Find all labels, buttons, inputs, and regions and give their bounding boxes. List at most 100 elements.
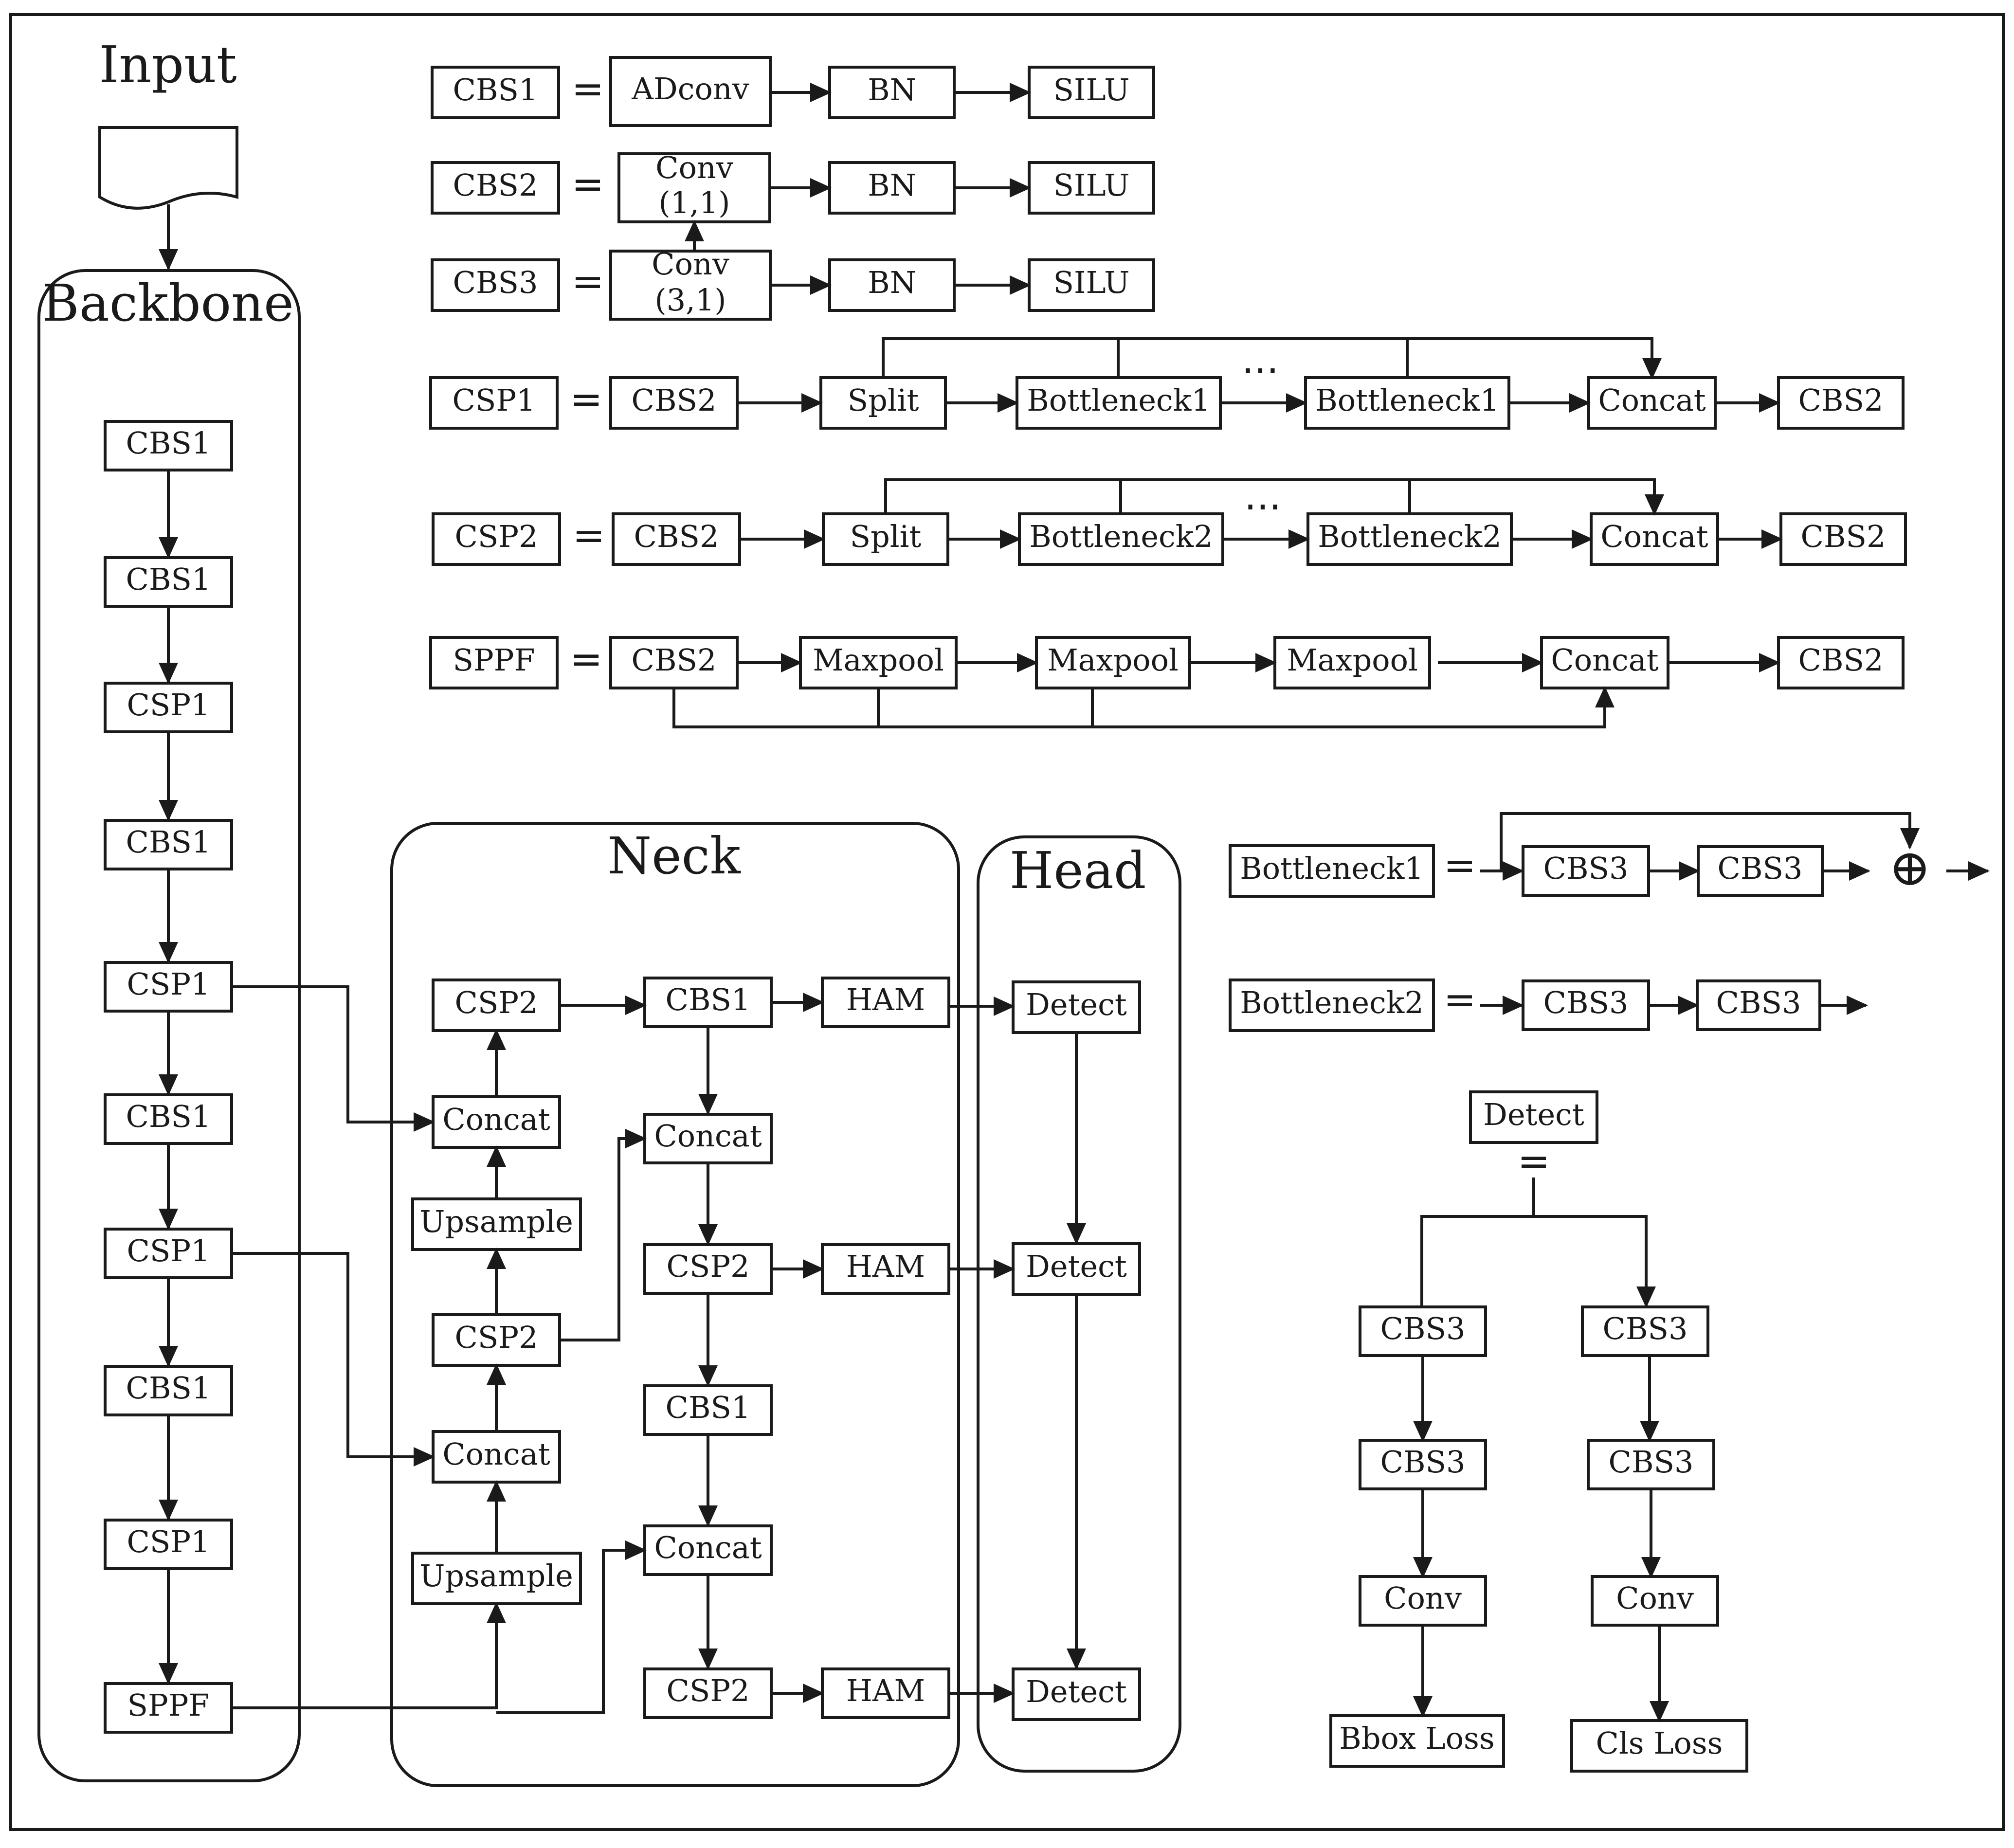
def-bottleneck2: Bottleneck2 = CBS3 CBS3 — [1229, 977, 1868, 1032]
svg-text:CBS2: CBS2 — [632, 382, 717, 418]
input-document-icon — [98, 126, 238, 210]
svg-text:CBS3: CBS3 — [1716, 985, 1801, 1020]
svg-text:CBS3: CBS3 — [1603, 1311, 1688, 1346]
svg-text:Maxpool: Maxpool — [1047, 642, 1179, 678]
svg-text:CBS3: CBS3 — [1380, 1311, 1466, 1346]
svg-text:BN: BN — [868, 72, 916, 108]
svg-text:CBS1: CBS1 — [126, 425, 211, 461]
svg-text:Maxpool: Maxpool — [1287, 642, 1418, 678]
svg-text:HAM: HAM — [846, 1673, 925, 1708]
svg-text:Concat: Concat — [442, 1436, 550, 1472]
neck-group — [390, 822, 960, 1787]
neck-title: Neck — [607, 826, 741, 886]
svg-text:Detect: Detect — [1026, 1249, 1127, 1284]
svg-text:Conv: Conv — [1384, 1580, 1462, 1616]
svg-text:=: = — [571, 259, 604, 304]
svg-text:CBS2: CBS2 — [1798, 382, 1884, 418]
svg-text:CBS2: CBS2 — [1801, 519, 1886, 554]
svg-text:CSP1: CSP1 — [127, 1524, 210, 1559]
backbone-title: Backbone — [42, 273, 293, 333]
svg-text:Bottleneck1: Bottleneck1 — [1240, 851, 1424, 886]
svg-text:SPPF: SPPF — [453, 642, 535, 678]
svg-text:Cls Loss: Cls Loss — [1596, 1725, 1723, 1761]
svg-text:=: = — [570, 377, 602, 422]
backbone-chain: CBS1 CBS1 CSP1 CBS1 CSP1 CBS1 CSP1 CBS1 … — [104, 420, 233, 1734]
def-cbs2: CBS2 = Conv (1,1) BN SILU — [431, 150, 1155, 223]
svg-text:CSP1: CSP1 — [127, 687, 210, 723]
svg-text:CSP2: CSP2 — [666, 1249, 749, 1284]
def-detect: Detect = CBS3 CBS3 CBS3 CBS3 Conv Conv B… — [1329, 1090, 1748, 1773]
svg-text:CBS3: CBS3 — [1380, 1444, 1466, 1480]
svg-text:Conv: Conv — [655, 150, 733, 185]
svg-text:Detect: Detect — [1483, 1097, 1584, 1132]
def-cbs1: CBS1 = ADconv BN SILU — [431, 56, 1155, 127]
svg-text:Concat: Concat — [654, 1530, 762, 1565]
svg-text:CBS1: CBS1 — [666, 1390, 751, 1425]
svg-text:Bottleneck1: Bottleneck1 — [1315, 382, 1499, 418]
def-bottleneck1: Bottleneck1 = CBS3 CBS3 ⊕ — [1229, 812, 1990, 898]
def-csp2: CSP2 = CBS2 Split Bottleneck2 Bottleneck… — [432, 478, 1907, 566]
svg-text:SILU: SILU — [1053, 265, 1130, 300]
svg-text:Bottleneck2: Bottleneck2 — [1029, 519, 1213, 554]
svg-text:=: = — [1517, 1139, 1550, 1184]
svg-text:CBS3: CBS3 — [1543, 985, 1629, 1020]
head-flow: Detect Detect Detect — [949, 980, 1141, 1721]
svg-text:Concat: Concat — [1551, 642, 1658, 678]
svg-text:CBS2: CBS2 — [632, 642, 717, 678]
svg-text:Upsample: Upsample — [419, 1558, 573, 1594]
svg-text:Bottleneck2: Bottleneck2 — [1240, 985, 1424, 1020]
svg-text:Concat: Concat — [1598, 382, 1706, 418]
svg-text:HAM: HAM — [846, 1249, 925, 1284]
svg-text:=: = — [1443, 843, 1476, 888]
svg-text:Bbox Loss: Bbox Loss — [1339, 1721, 1494, 1756]
svg-text:Split: Split — [848, 382, 919, 418]
svg-text:=: = — [571, 162, 604, 207]
svg-text:CSP1: CSP1 — [127, 966, 210, 1002]
svg-text:CBS3: CBS3 — [453, 265, 538, 300]
neck-flow: CSP2 Concat Upsample CSP2 Concat Upsampl… — [232, 977, 950, 1719]
svg-text:CBS1: CBS1 — [126, 1099, 211, 1134]
svg-text:CBS3: CBS3 — [1609, 1444, 1694, 1480]
outer-frame — [9, 13, 2005, 1831]
svg-text:CSP2: CSP2 — [666, 1673, 749, 1708]
svg-text:BN: BN — [868, 167, 916, 203]
svg-text:Concat: Concat — [1600, 519, 1708, 554]
svg-text:Bottleneck2: Bottleneck2 — [1318, 519, 1502, 554]
svg-text:=: = — [572, 513, 605, 558]
svg-text:CBS1: CBS1 — [126, 1370, 211, 1406]
svg-text:Bottleneck1: Bottleneck1 — [1027, 382, 1211, 418]
svg-text:=: = — [1443, 977, 1476, 1022]
svg-text:HAM: HAM — [846, 982, 925, 1017]
svg-text:Conv: Conv — [652, 246, 729, 282]
backbone-group — [37, 269, 301, 1782]
svg-text:CBS1: CBS1 — [126, 562, 211, 597]
svg-text:CBS1: CBS1 — [126, 824, 211, 860]
svg-text:Upsample: Upsample — [419, 1204, 573, 1239]
svg-text:CBS1: CBS1 — [453, 72, 538, 108]
svg-text:CBS3: CBS3 — [1543, 851, 1629, 886]
svg-text:CBS3: CBS3 — [1718, 851, 1803, 886]
svg-text:CSP2: CSP2 — [454, 1320, 538, 1355]
svg-text:CBS2: CBS2 — [634, 519, 719, 554]
head-group — [977, 835, 1181, 1773]
svg-text:CBS2: CBS2 — [1798, 642, 1884, 678]
svg-text:BN: BN — [868, 265, 916, 300]
svg-text:CBS1: CBS1 — [666, 982, 751, 1017]
svg-text:SILU: SILU — [1053, 167, 1130, 203]
svg-text:=: = — [571, 66, 604, 111]
svg-text:(1,1): (1,1) — [659, 185, 730, 220]
svg-text:Conv: Conv — [1616, 1580, 1694, 1616]
svg-text:CSP1: CSP1 — [127, 1233, 210, 1268]
svg-text:=: = — [570, 636, 602, 682]
def-csp1: CSP1 = CBS2 Split Bottleneck1 Bottleneck… — [429, 337, 1905, 430]
svg-text:CBS2: CBS2 — [453, 167, 538, 203]
svg-text:Concat: Concat — [442, 1102, 550, 1137]
svg-text:(3,1): (3,1) — [655, 282, 726, 318]
svg-text:Maxpool: Maxpool — [813, 642, 944, 678]
head-title: Head — [1010, 841, 1146, 900]
def-cbs3: CBS3 = Conv (3,1) BN SILU — [431, 220, 1155, 321]
svg-text:Detect: Detect — [1026, 1674, 1127, 1709]
svg-text:···: ··· — [1242, 348, 1279, 394]
svg-text:CSP2: CSP2 — [454, 519, 538, 554]
